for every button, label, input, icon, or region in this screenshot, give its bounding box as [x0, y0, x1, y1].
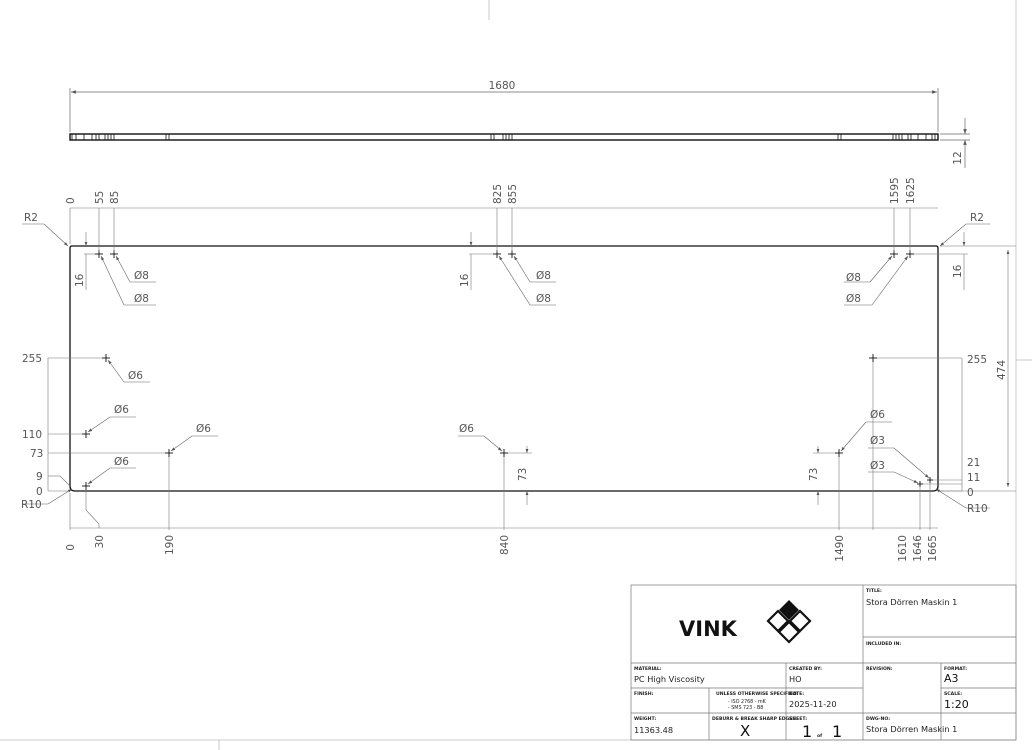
- dim-overall-length: 1680: [489, 80, 516, 92]
- dim-radius-bottom-left: R10: [21, 499, 42, 511]
- hole-d6-2: [82, 430, 90, 438]
- dim-thickness: 12: [952, 151, 964, 164]
- value-sheet-of: of: [817, 733, 823, 739]
- label-deburr: DEBURR & BREAK SHARP EDGES:: [712, 716, 798, 722]
- dim-right-0: 0: [967, 487, 974, 499]
- value-sheet-total: 1: [832, 722, 842, 741]
- dim-left-0: 0: [36, 486, 43, 498]
- dim-radius-top-left: R2: [24, 212, 38, 224]
- label-title: TITLE:: [866, 588, 882, 594]
- value-deburr: X: [740, 722, 750, 740]
- vink-logo-mark: [766, 600, 812, 644]
- dim-top-855: 855: [507, 184, 519, 204]
- dim-height: 474: [996, 360, 1008, 380]
- callout-d3-1: Ø3: [870, 435, 885, 447]
- label-sheet: SHEET:: [789, 716, 807, 722]
- hole-d3-1: [917, 481, 923, 487]
- label-unless: UNLESS OTHERWISE SPECIFIED:: [716, 691, 799, 697]
- label-finish: FINISH:: [634, 691, 654, 697]
- dim-bottom-190: 190: [164, 535, 176, 555]
- dim-top-1595: 1595: [889, 177, 901, 204]
- dim-hole-height-right: 73: [808, 468, 820, 481]
- dim-radius-top-right: R2: [970, 212, 984, 224]
- hole-d6-1: [102, 354, 110, 362]
- dim-left-110: 110: [22, 429, 42, 441]
- hole-d6-3: [165, 449, 173, 457]
- dim-right-21: 21: [967, 457, 980, 469]
- label-revision: REVISION:: [866, 666, 893, 672]
- callout-d8-left-2: Ø8: [134, 293, 149, 305]
- hole-d6-6: [82, 482, 90, 490]
- value-sheet-number: 1: [802, 722, 812, 741]
- dim-top-0: 0: [65, 197, 77, 204]
- dim-hole-offset-right: 16: [952, 264, 964, 278]
- label-format: FORMAT:: [944, 666, 967, 672]
- callout-d8-right-1: Ø8: [846, 272, 861, 284]
- dim-bottom-1646: 1646: [912, 535, 924, 562]
- callout-d6-4: Ø6: [459, 423, 474, 435]
- dim-right-11: 11: [967, 472, 980, 484]
- holes: [82, 250, 933, 490]
- callout-d3-2: Ø3: [870, 460, 885, 472]
- callout-d8-right-2: Ø8: [846, 293, 861, 305]
- hole-d6-7: [869, 354, 877, 362]
- label-dwg-no: DWG-NO:: [866, 716, 890, 722]
- front-view: R2 R2 R10 R10 0 55 85 825 855 1595 1625 …: [21, 177, 1016, 562]
- value-created-by: HO: [789, 674, 802, 684]
- dim-hole-offset-center: 16: [459, 273, 471, 287]
- dim-bottom-1490: 1490: [834, 535, 846, 562]
- dim-hole-height-center: 73: [517, 468, 529, 481]
- value-standard-2: - SMS 723 - B8: [728, 705, 763, 711]
- value-scale: 1:20: [944, 698, 969, 711]
- value-standard-1: - ISO 2768 - mK: [728, 699, 767, 705]
- front-view-dimensions: R2 R2 R10 R10 0 55 85 825 855 1595 1625 …: [21, 177, 1008, 561]
- vink-logo-text: VINK: [679, 617, 738, 641]
- value-format: A3: [944, 672, 959, 685]
- dim-left-9: 9: [36, 471, 43, 483]
- callout-d6-6: Ø6: [870, 409, 885, 421]
- callout-d6-1: Ø6: [128, 370, 143, 382]
- dim-top-85: 85: [109, 191, 121, 204]
- hole-d6-4: [500, 449, 508, 457]
- dim-bottom-1665: 1665: [927, 535, 939, 562]
- callout-d8-center-1: Ø8: [536, 270, 551, 282]
- dim-left-73: 73: [30, 448, 43, 460]
- dim-hole-offset-left: 16: [74, 273, 86, 287]
- callout-d8-left-1: Ø8: [134, 270, 149, 282]
- dim-bottom-0: 0: [65, 544, 77, 551]
- value-title: Stora Dörren Maskin 1: [866, 597, 957, 607]
- top-view: 1680 12: [69, 80, 970, 168]
- value-date: 2025-11-20: [789, 699, 837, 709]
- title-block: VINK TITLE: INCLUDED IN: MATERIAL: CREAT…: [630, 584, 1017, 741]
- label-included-in: INCLUDED IN:: [866, 641, 901, 647]
- vink-logo: VINK: [679, 600, 812, 644]
- callout-d8-center-2: Ø8: [536, 293, 551, 305]
- dim-radius-bottom-right: R10: [967, 503, 988, 515]
- dim-left-255: 255: [22, 353, 42, 365]
- dim-bottom-1610: 1610: [897, 535, 909, 562]
- label-scale: SCALE:: [944, 691, 962, 697]
- dim-right-255: 255: [967, 354, 987, 366]
- hole-d3-2: [927, 477, 933, 483]
- value-weight: 11363.48: [634, 725, 673, 735]
- dim-bottom-840: 840: [499, 535, 511, 555]
- value-material: PC High Viscosity: [634, 674, 705, 684]
- dim-bottom-30: 30: [94, 535, 106, 548]
- label-date: DATE:: [789, 691, 804, 697]
- callout-d6-5: Ø6: [114, 456, 129, 468]
- callout-d6-3: Ø6: [196, 423, 211, 435]
- label-created-by: CREATED BY:: [789, 666, 822, 672]
- label-material: MATERIAL:: [634, 666, 662, 672]
- dim-top-825: 825: [492, 184, 504, 204]
- dim-top-1625: 1625: [905, 177, 917, 204]
- label-weight: WEIGHT:: [634, 716, 656, 722]
- hole-d6-5: [835, 449, 843, 457]
- dim-top-55: 55: [94, 191, 106, 204]
- value-dwg-no: Stora Dörren Maskin 1: [866, 724, 957, 734]
- callout-d6-2: Ø6: [114, 404, 129, 416]
